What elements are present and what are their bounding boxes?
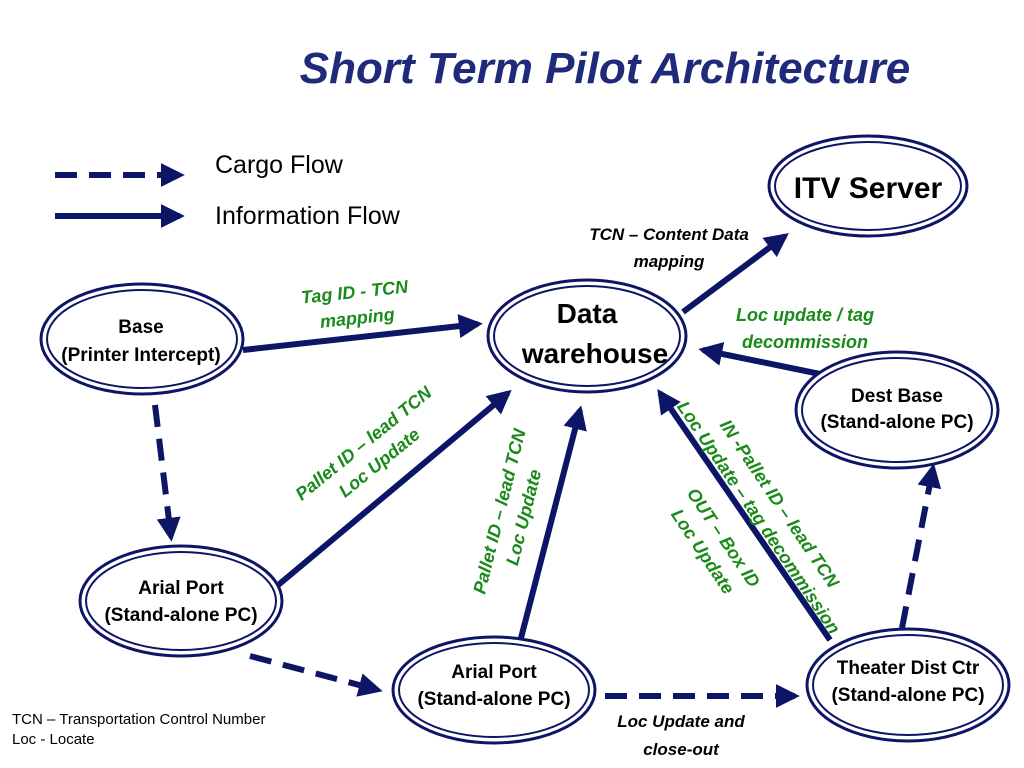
label-tag-id-tcn-line1: Tag ID - TCN xyxy=(300,276,410,307)
label-tag-id-tcn: Tag ID - TCN mapping xyxy=(300,276,410,332)
node-theater-dist-ctr-line2: (Stand-alone PC) xyxy=(831,685,984,706)
arrow-arialport-left-to-warehouse xyxy=(275,389,512,589)
label-loc-update-tag: Loc update / tag decommission xyxy=(736,305,874,352)
label-tcn-content-line2: mapping xyxy=(634,252,705,271)
node-dest-base-line2: (Stand-alone PC) xyxy=(820,412,973,433)
node-data-warehouse-line2: warehouse xyxy=(521,338,668,369)
arrow-theater-to-destbase xyxy=(899,463,942,629)
arrow-theater-to-warehouse xyxy=(657,389,833,642)
node-base-line2: (Printer Intercept) xyxy=(61,345,220,366)
node-data-warehouse: Data warehouse xyxy=(486,278,688,394)
node-itv-server: ITV Server xyxy=(767,134,969,238)
footnote-tcn: TCN – Transportation Control Number xyxy=(12,711,266,728)
label-tcn-content: TCN – Content Data mapping xyxy=(589,225,749,271)
arrow-base-to-warehouse xyxy=(242,314,483,353)
label-loc-update-closeout-line1: Loc Update and xyxy=(617,712,745,731)
node-theater-dist-ctr-line1: Theater Dist Ctr xyxy=(837,658,980,679)
node-arial-port-left-line2: (Stand-alone PC) xyxy=(104,605,257,626)
arrow-warehouse-to-itv xyxy=(681,233,789,315)
label-pallet-center: Pallet ID – lead TCN Loc Update xyxy=(469,426,545,596)
label-tcn-content-line1: TCN – Content Data xyxy=(589,225,749,244)
node-arial-port-left-line1: Arial Port xyxy=(138,578,224,599)
arrow-base-to-arialport-left xyxy=(152,404,181,542)
node-itv-server-label: ITV Server xyxy=(794,172,943,205)
node-dest-base-line1: Dest Base xyxy=(851,386,943,407)
label-loc-update-tag-line1: Loc update / tag xyxy=(736,305,874,325)
label-loc-update-tag-line2: decommission xyxy=(742,332,868,352)
page-title: Short Term Pilot Architecture xyxy=(299,44,911,93)
label-loc-update-closeout-line2: close-out xyxy=(643,740,720,759)
node-arial-port-center-line1: Arial Port xyxy=(451,662,537,683)
node-arial-port-center: Arial Port (Stand-alone PC) xyxy=(391,635,597,745)
arrow-arialport-left-to-center xyxy=(249,653,383,697)
arrow-arialport-center-to-warehouse xyxy=(518,405,587,639)
arrow-destbase-to-warehouse xyxy=(698,342,821,377)
label-pallet-left: Pallet ID – lead TCN Loc Update xyxy=(292,382,437,505)
label-tag-id-tcn-line2: mapping xyxy=(319,304,396,332)
node-data-warehouse-line1: Data xyxy=(557,298,618,329)
node-base-line1: Base xyxy=(118,317,163,338)
footnote-loc: Loc - Locate xyxy=(12,731,95,748)
node-arial-port-center-line2: (Stand-alone PC) xyxy=(417,689,570,710)
node-arial-port-left: Arial Port (Stand-alone PC) xyxy=(78,544,284,658)
label-loc-update-closeout: Loc Update and close-out xyxy=(617,712,745,759)
node-theater-dist-ctr: Theater Dist Ctr (Stand-alone PC) xyxy=(805,627,1011,743)
legend-information-flow-label: Information Flow xyxy=(215,202,400,230)
legend-cargo-flow-label: Cargo Flow xyxy=(215,151,343,179)
node-base: Base (Printer Intercept) xyxy=(39,282,245,396)
node-dest-base: Dest Base (Stand-alone PC) xyxy=(794,350,1000,470)
